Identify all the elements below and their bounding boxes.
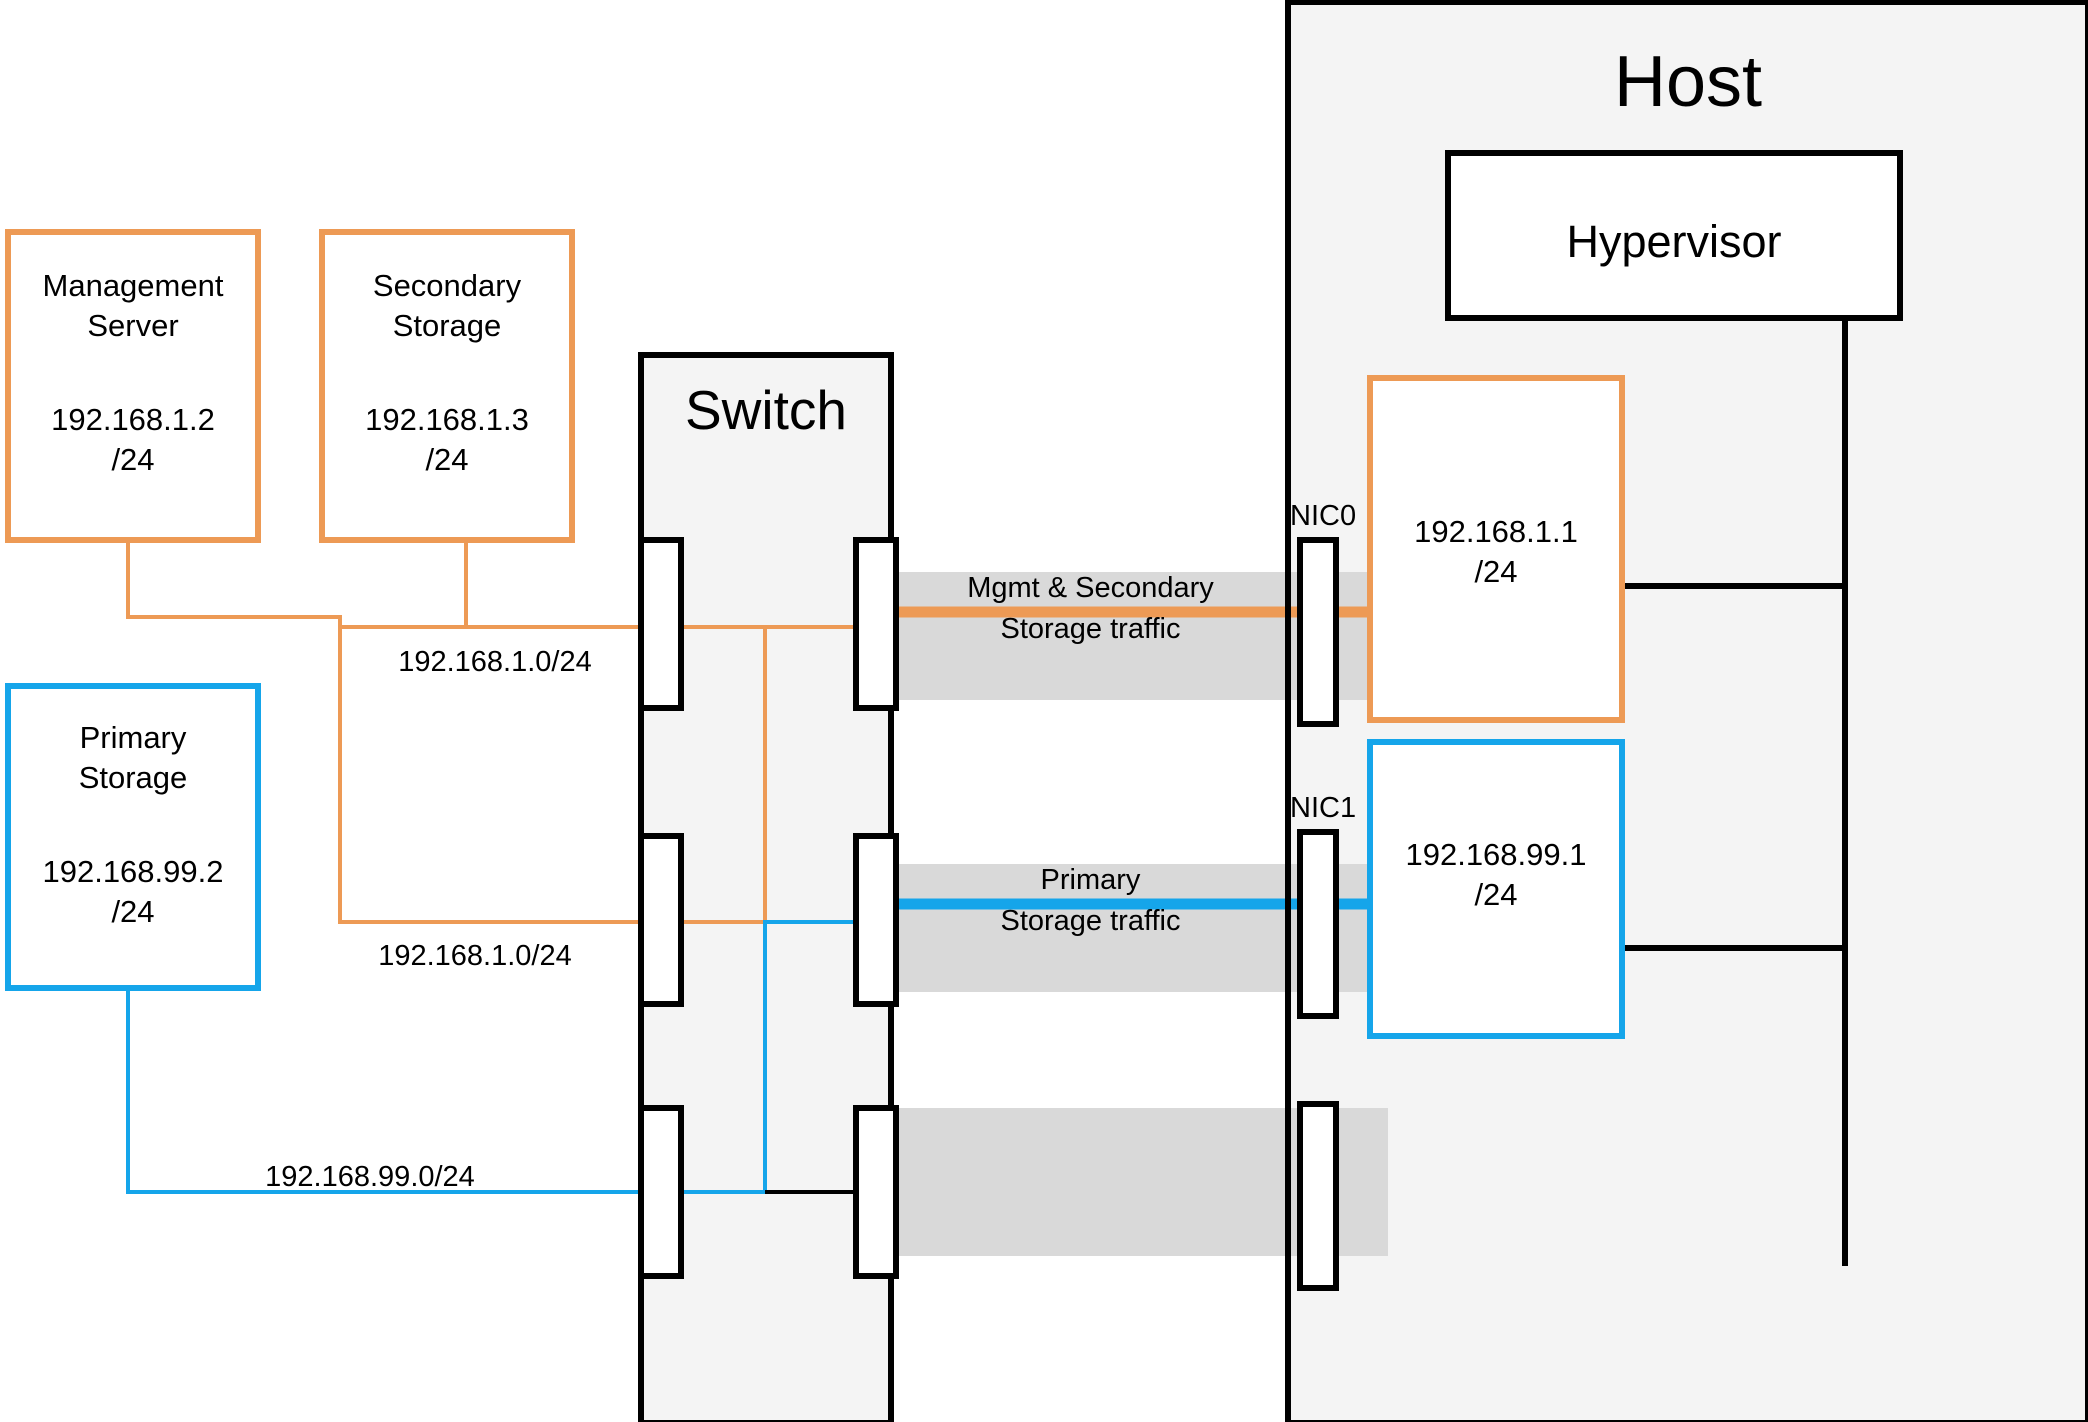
host-nic1-port[interactable] [1297, 829, 1339, 1019]
traffic-band-mgmt [893, 572, 1288, 700]
secondary-storage-ip: 192.168.1.3 /24 [365, 402, 529, 477]
traffic-label-primary-line1: Primary [1040, 864, 1141, 896]
traffic-label-mgmt-line1: Mgmt & Secondary [967, 572, 1214, 604]
link-primary-storage-to-switch [126, 988, 641, 1194]
switch-port-left-2[interactable] [638, 833, 684, 1007]
switch-internal-blue-trunk [641, 920, 893, 1194]
primary-storage-name: Primary Storage [78, 720, 188, 795]
hypervisor-box[interactable] [1445, 150, 1903, 321]
nic1-label: NIC1 [1290, 792, 1357, 824]
host-nic2-port[interactable] [1297, 1101, 1339, 1291]
link-secondary-storage-to-switch [464, 540, 641, 629]
switch-port-left-3[interactable] [638, 1105, 684, 1279]
traffic-label-primary-line2: Storage traffic [1000, 905, 1181, 937]
host-box[interactable] [1285, 0, 2088, 1422]
nic1-interface-box[interactable] [1367, 739, 1625, 1039]
nic0-label: NIC0 [1290, 500, 1357, 532]
host-title: Host [1613, 42, 1763, 122]
link-label-mgmt-top: 192.168.1.0/24 [398, 646, 592, 678]
management-server-ip: 192.168.1.2 /24 [51, 402, 215, 477]
nic0-ip: 192.168.1.1 /24 [1414, 514, 1578, 589]
management-server-name: Management Server [42, 268, 224, 343]
hypervisor-title: Hypervisor [1566, 216, 1782, 267]
link-label-primary: 192.168.99.0/24 [265, 1161, 475, 1193]
traffic-band-primary [893, 864, 1288, 992]
switch-port-left-1[interactable] [638, 537, 684, 711]
host-nic0-port[interactable] [1297, 537, 1339, 727]
secondary-storage-box[interactable] [319, 229, 575, 543]
switch-port-right-1[interactable] [853, 537, 899, 711]
link-mgmt-second-run [128, 615, 641, 924]
traffic-label-mgmt-line2: Storage traffic [1000, 613, 1181, 645]
switch-port-right-3[interactable] [853, 1105, 899, 1279]
switch-internal-orange-trunk [641, 625, 767, 924]
nic0-interface-box[interactable] [1367, 375, 1625, 723]
traffic-band-unused [893, 1108, 1288, 1256]
management-server-box[interactable] [5, 229, 261, 543]
link-label-mgmt-bottom: 192.168.1.0/24 [378, 940, 572, 972]
switch-title: Switch [685, 379, 847, 441]
nic1-ip: 192.168.99.1 /24 [1405, 837, 1587, 912]
switch-port-right-2[interactable] [853, 833, 899, 1007]
primary-storage-ip: 192.168.99.2 /24 [42, 854, 224, 929]
link-mgmt-server-to-switch [126, 540, 641, 629]
primary-storage-box[interactable] [5, 683, 261, 991]
secondary-storage-name: Secondary Storage [372, 268, 522, 343]
